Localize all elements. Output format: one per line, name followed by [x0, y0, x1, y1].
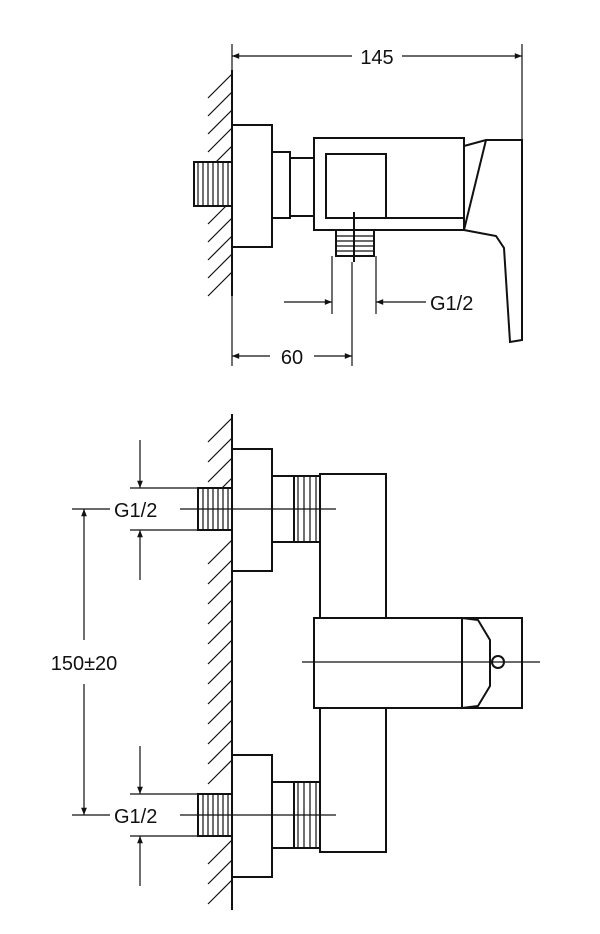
inlet-bottom: [197, 754, 321, 878]
escutcheon-upper: [231, 448, 273, 572]
dimension-145: 145: [231, 44, 523, 140]
dim-label-60: 60: [281, 347, 303, 369]
lever-handle-top: [463, 139, 523, 344]
dimension-150: 150±20: [51, 508, 118, 816]
dim-label-150: 150±20: [51, 653, 118, 675]
mixer-body-top: [313, 137, 465, 231]
cartridge-square-top: [325, 153, 387, 219]
outlet-thread-top: [335, 212, 375, 262]
escutcheon-lower: [231, 754, 273, 878]
center-lines-front: [180, 508, 540, 816]
dim-label-145: 145: [360, 47, 393, 69]
dim-label-thread-lower: G1/2: [114, 806, 157, 828]
dimension-thread-upper: G1/2: [114, 440, 198, 580]
escutcheon-top: [231, 124, 273, 248]
wall-inlet-thread-top: [193, 161, 233, 207]
top-view: 145 G1/2 60: [193, 44, 523, 369]
connector-nut-top: [271, 151, 291, 219]
dimension-60: 60: [231, 262, 353, 369]
lever-handle-front: [461, 616, 491, 710]
dimension-thread-lower: G1/2: [114, 746, 198, 886]
dim-label-outlet-thread: G1/2: [430, 293, 473, 315]
dimension-outlet-thread: G1/2: [284, 256, 473, 315]
front-view: G1/2 G1/2 150±20: [51, 414, 540, 910]
inlet-top: [197, 448, 321, 572]
dim-label-thread-upper: G1/2: [114, 500, 157, 522]
connector-sleeve-top: [289, 157, 315, 217]
